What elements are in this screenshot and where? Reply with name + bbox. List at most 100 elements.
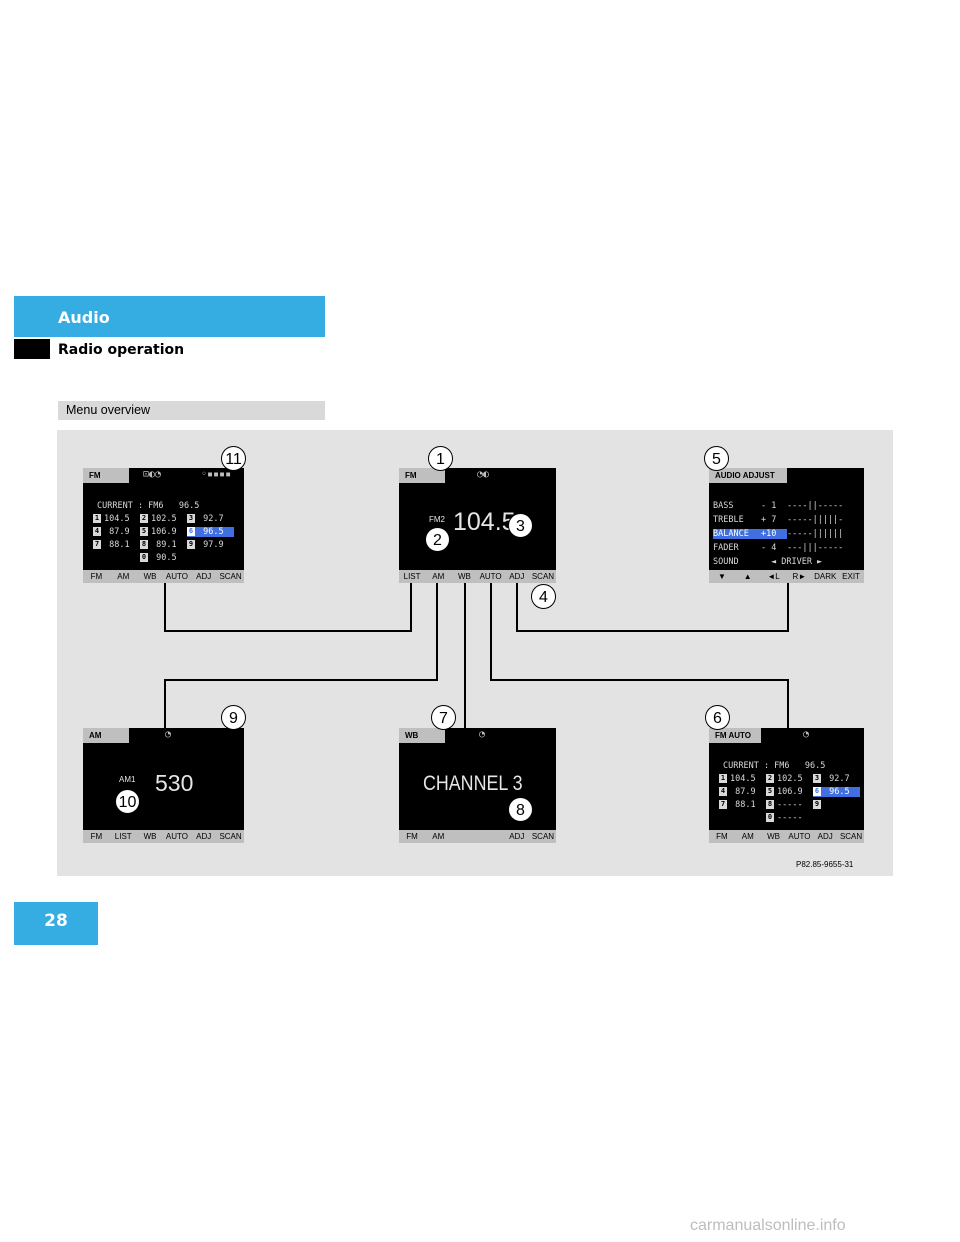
- watermark: carmanualsonline.info: [690, 1217, 846, 1234]
- softkey[interactable]: AM: [117, 572, 130, 581]
- audio-adjust-row[interactable]: SOUND◄ DRIVER ►: [713, 557, 822, 567]
- preset-frequency: 87.9: [104, 527, 130, 537]
- adjust-bar: ----||-----: [787, 501, 844, 511]
- preset-frequency: 96.5: [198, 527, 224, 537]
- screen-audio-adjust: AUDIO ADJUST BASS- 1----||-----TREBLE+ 7…: [709, 468, 864, 583]
- softkey[interactable]: AM: [432, 572, 445, 581]
- adjust-value: + 7: [761, 515, 777, 525]
- audio-adjust-row[interactable]: BASS- 1----||-----: [713, 501, 843, 511]
- softkey[interactable]: R►: [792, 572, 807, 581]
- softkey[interactable]: [451, 830, 477, 843]
- adjust-value: - 4: [761, 543, 777, 553]
- preset-number: 1: [93, 514, 101, 523]
- status-icons: ◔◐: [477, 469, 490, 480]
- preset-item[interactable]: 3 92.7: [187, 514, 234, 524]
- page-number-tab: 28: [14, 902, 98, 945]
- audio-adjust-row[interactable]: BALANCE+10-----||||||: [713, 529, 843, 539]
- softkey[interactable]: FM: [406, 832, 418, 841]
- preset-item[interactable]: 6 96.5: [187, 527, 234, 537]
- screen-tab: FM: [83, 468, 129, 483]
- softkey[interactable]: FM: [90, 832, 103, 841]
- preset-frequency: 106.9: [777, 787, 803, 797]
- preset-number: 9: [187, 540, 195, 549]
- figure-code: P82.85-9655-31: [796, 860, 854, 869]
- softkey[interactable]: ▲: [743, 572, 752, 581]
- softkey[interactable]: LIST: [403, 572, 421, 581]
- preset-item[interactable]: 8 89.1: [140, 540, 187, 550]
- preset-item[interactable]: 9: [813, 800, 860, 810]
- softkey[interactable]: WB: [767, 832, 781, 841]
- preset-number: 7: [93, 540, 101, 549]
- softkey[interactable]: SCAN: [531, 832, 555, 841]
- softkey[interactable]: AM: [741, 832, 754, 841]
- preset-item[interactable]: 4 87.9: [719, 787, 766, 797]
- preset-frequency: 92.7: [824, 774, 850, 784]
- callout-11: 11: [221, 446, 246, 471]
- softkey[interactable]: AM: [432, 832, 445, 841]
- preset-number: 5: [140, 527, 148, 536]
- preset-item[interactable]: 4 87.9: [93, 527, 140, 537]
- softkey[interactable]: AUTO: [165, 832, 188, 841]
- preset-item[interactable]: 9 97.9: [187, 540, 234, 550]
- softkey[interactable]: AUTO: [165, 572, 188, 581]
- preset-item[interactable]: 7 88.1: [93, 540, 140, 550]
- softkey[interactable]: FM: [716, 832, 728, 841]
- preset-item[interactable]: 6 96.5: [813, 787, 860, 797]
- softkey[interactable]: FM: [90, 572, 103, 581]
- screen-tab: WB: [399, 728, 445, 743]
- preset-frequency: 104.5: [730, 774, 756, 784]
- preset-number: 8: [140, 540, 148, 549]
- softkey-bar: FM AM WB AUTO ADJ SCAN: [83, 570, 244, 583]
- callout-2: 2: [425, 527, 450, 552]
- softkey[interactable]: LIST: [114, 832, 132, 841]
- softkey[interactable]: WB: [143, 832, 157, 841]
- softkey[interactable]: SCAN: [219, 832, 242, 841]
- softkey[interactable]: DARK: [814, 572, 837, 581]
- softkey[interactable]: AUTO: [788, 832, 811, 841]
- preset-frequency: 102.5: [777, 774, 803, 784]
- preset-item[interactable]: 3 92.7: [813, 774, 860, 784]
- preset-frequency: 97.9: [198, 540, 224, 550]
- adjust-bar: -----|||||-: [787, 515, 844, 525]
- softkey[interactable]: WB: [457, 572, 471, 581]
- menu-overview-bar: Menu overview: [58, 401, 325, 420]
- softkey[interactable]: [478, 830, 504, 843]
- status-icons: ◔: [165, 729, 172, 740]
- audio-adjust-row[interactable]: TREBLE + 7 -----|||||-: [713, 515, 843, 525]
- softkey[interactable]: SCAN: [839, 832, 863, 841]
- preset-row: 0-----: [766, 813, 803, 823]
- softkey[interactable]: ◄L: [767, 572, 780, 581]
- preset-frequency: 88.1: [730, 800, 756, 810]
- preset-frequency: -----: [777, 813, 803, 823]
- softkey[interactable]: ▼: [717, 572, 726, 581]
- softkey[interactable]: ADJ: [817, 832, 833, 841]
- softkey[interactable]: ADJ: [196, 832, 212, 841]
- audio-adjust-row[interactable]: FADER- 4---|||-----: [713, 543, 843, 553]
- softkey[interactable]: ADJ: [196, 572, 212, 581]
- softkey[interactable]: EXIT: [842, 572, 860, 581]
- softkey-bar: ▼ ▲ ◄L R► DARK EXIT: [709, 570, 864, 583]
- softkey[interactable]: SCAN: [219, 572, 242, 581]
- callout-9: 9: [221, 705, 246, 730]
- softkey[interactable]: ADJ: [509, 572, 525, 581]
- preset-frequency: 87.9: [730, 787, 756, 797]
- softkey[interactable]: AUTO: [479, 572, 502, 581]
- preset-item[interactable]: 7 88.1: [719, 800, 766, 810]
- preset-number: 3: [813, 774, 821, 783]
- preset-item[interactable]: 8-----: [766, 800, 813, 810]
- softkey[interactable]: ADJ: [509, 832, 525, 841]
- softkey[interactable]: SCAN: [531, 572, 555, 581]
- callout-7: 7: [431, 705, 456, 730]
- adjust-label: TREBLE: [713, 515, 744, 525]
- softkey-bar: FM AM WB AUTO ADJ SCAN: [709, 830, 864, 843]
- status-icons: ◔: [803, 729, 810, 740]
- softkey[interactable]: WB: [143, 572, 157, 581]
